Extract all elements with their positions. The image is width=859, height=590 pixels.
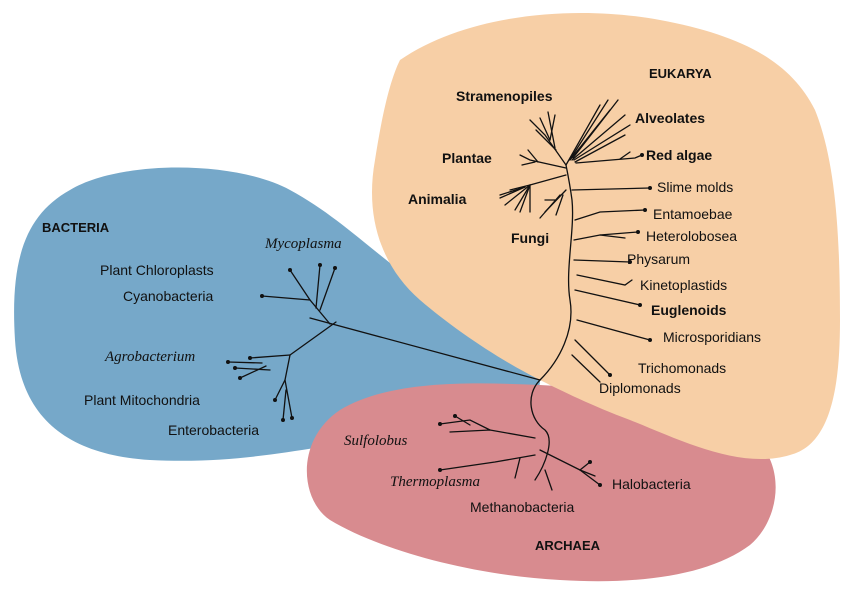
label-alveolates: Alveolates: [635, 110, 705, 126]
label-animalia: Animalia: [408, 191, 467, 207]
label-red-algae: Red algae: [646, 147, 712, 163]
label-cyanobacteria: Cyanobacteria: [123, 288, 213, 304]
tree-branches: [227, 99, 651, 491]
label-euglenoids: Euglenoids: [651, 302, 727, 318]
archaea-domain-label: ARCHAEA: [535, 538, 601, 553]
label-methanobacteria: Methanobacteria: [470, 499, 575, 515]
branch-tips: [226, 153, 652, 487]
bacteria-domain-label: BACTERIA: [42, 220, 110, 235]
label-thermoplasma: Thermoplasma: [390, 474, 480, 490]
label-halobacteria: Halobacteria: [612, 476, 691, 492]
label-fungi: Fungi: [511, 230, 549, 246]
label-plant-chloroplasts: Plant Chloroplasts: [100, 262, 214, 278]
label-physarum: Physarum: [627, 251, 690, 267]
label-sulfolobus: Sulfolobus: [344, 433, 408, 449]
label-stramenopiles: Stramenopiles: [456, 88, 553, 104]
label-diplomonads: Diplomonads: [599, 380, 681, 396]
archaea-region: [306, 383, 776, 582]
eukarya-domain-label: EUKARYA: [649, 66, 712, 81]
label-mycoplasma: Mycoplasma: [264, 236, 342, 252]
label-plant-mitochondria: Plant Mitochondria: [84, 392, 200, 408]
label-entamoebae: Entamoebae: [653, 206, 733, 222]
label-slime-molds: Slime molds: [657, 179, 733, 195]
bacteria-region: [14, 167, 540, 461]
label-microsporidians: Microsporidians: [663, 329, 761, 345]
label-trichomonads: Trichomonads: [638, 360, 726, 376]
label-kinetoplastids: Kinetoplastids: [640, 277, 727, 293]
label-heterolobosea: Heterolobosea: [646, 228, 737, 244]
label-agrobacterium: Agrobacterium: [104, 349, 195, 365]
label-enterobacteria: Enterobacteria: [168, 422, 259, 438]
label-plantae: Plantae: [442, 150, 492, 166]
